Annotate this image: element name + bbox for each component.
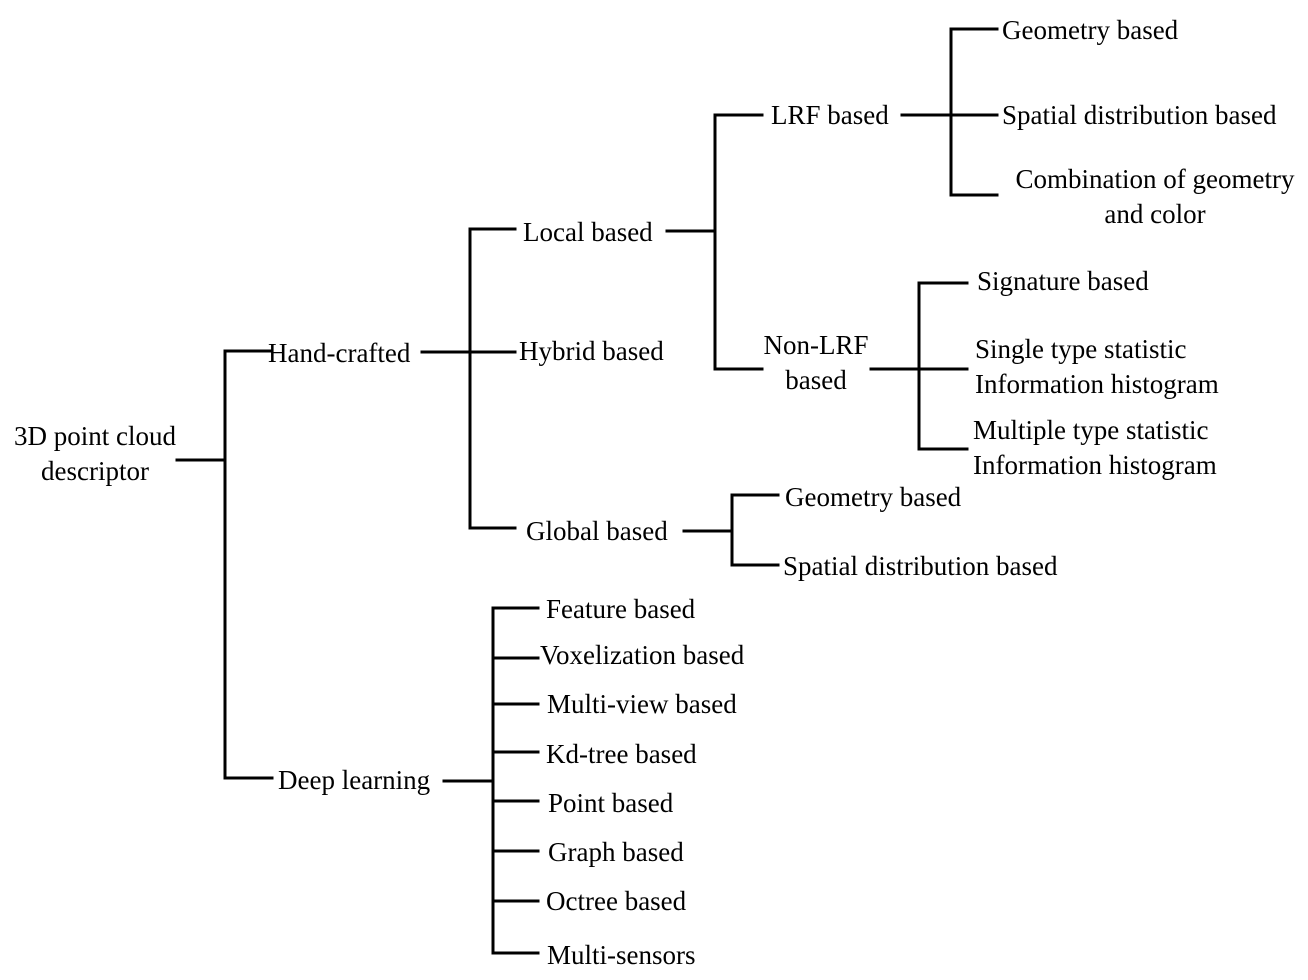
point-based-node: Point based: [548, 788, 674, 818]
hybrid-based-node: Hybrid based: [519, 336, 664, 366]
root-node: 3D point cloud descriptor: [0, 419, 190, 489]
hand-crafted-node: Hand-crafted: [268, 338, 411, 368]
non-lrf-line-1: Non-LRF: [763, 330, 869, 360]
multiple-type-statistic-node: Multiple type statistic Information hist…: [973, 413, 1217, 483]
local-based-node: Local based: [523, 217, 653, 247]
non-lrf-line-2: based: [785, 365, 847, 395]
signature-based-node: Signature based: [977, 266, 1149, 296]
multi-view-based-node: Multi-view based: [547, 689, 737, 719]
multi-sensors-node: Multi-sensors: [547, 940, 696, 970]
feature-based-node: Feature based: [546, 594, 696, 624]
root-line-2: descriptor: [41, 456, 149, 486]
deep-learning-node: Deep learning: [278, 765, 431, 795]
combination-line-1: Combination of geometry: [1015, 164, 1295, 194]
single-type-statistic-node: Single type statistic Information histog…: [975, 332, 1219, 402]
global-based-node: Global based: [526, 516, 668, 546]
graph-based-node: Graph based: [548, 837, 684, 867]
lrf-geometry-based-node: Geometry based: [1002, 15, 1179, 45]
combination-line-2: and color: [1104, 199, 1206, 229]
non-lrf-based-node: Non-LRF based: [752, 328, 880, 398]
global-geometry-based-node: Geometry based: [785, 482, 962, 512]
root-line-1: 3D point cloud: [14, 421, 176, 451]
multiple-line-1: Multiple type statistic: [973, 415, 1209, 445]
global-spatial-distribution-node: Spatial distribution based: [783, 551, 1058, 581]
kd-tree-based-node: Kd-tree based: [546, 739, 697, 769]
multiple-line-2: Information histogram: [973, 450, 1217, 480]
lrf-based-node: LRF based: [771, 100, 889, 130]
lrf-spatial-distribution-node: Spatial distribution based: [1002, 100, 1277, 130]
lrf-combination-node: Combination of geometry and color: [1003, 162, 1307, 232]
single-line-2: Information histogram: [975, 369, 1219, 399]
single-line-1: Single type statistic: [975, 334, 1187, 364]
octree-based-node: Octree based: [546, 886, 687, 916]
voxelization-based-node: Voxelization based: [540, 640, 745, 670]
